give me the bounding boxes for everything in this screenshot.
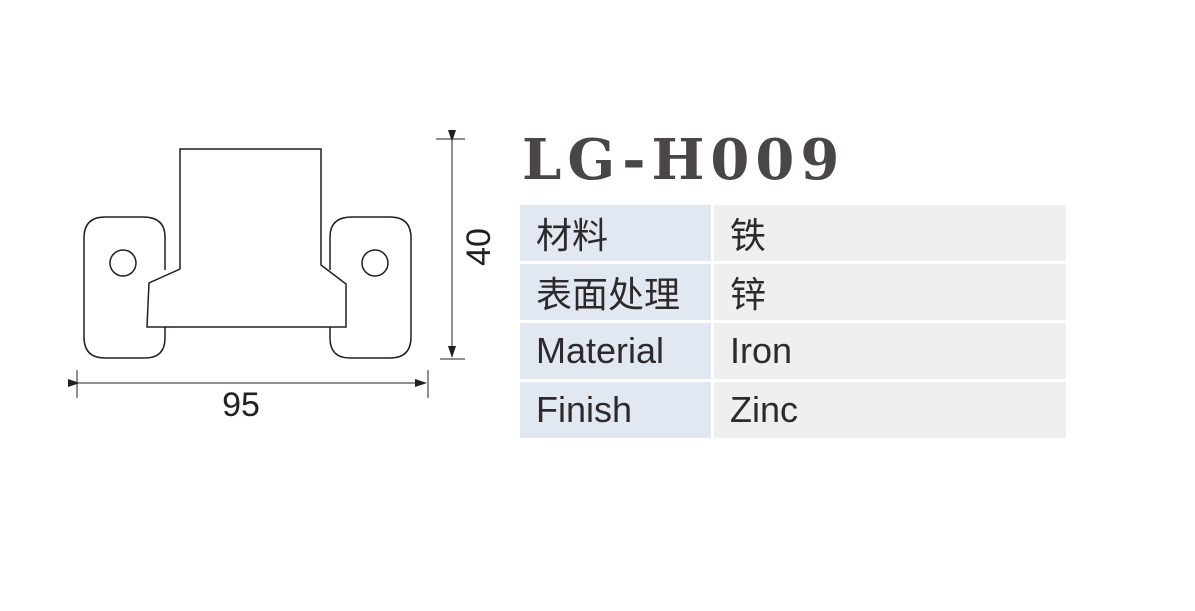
technical-drawing: 95 40 — [68, 130, 498, 424]
spec-label: 材料 — [520, 205, 714, 261]
table-row: 表面处理 锌 — [520, 264, 1066, 320]
height-dimension-label: 40 — [460, 228, 498, 266]
left-screw-hole — [109, 249, 137, 277]
spec-label: Material — [520, 323, 714, 379]
spec-label: 表面处理 — [520, 264, 714, 320]
spec-value: 锌 — [714, 264, 1066, 320]
spec-value: 铁 — [714, 205, 1066, 261]
product-model-title: LG-H009 — [522, 127, 846, 193]
table-row: Material Iron — [520, 323, 1066, 379]
right-screw-hole — [361, 249, 389, 277]
right-mounting-tab — [329, 216, 412, 359]
spec-value: Iron — [714, 323, 1066, 379]
left-mounting-tab — [83, 216, 166, 359]
table-row: 材料 铁 — [520, 205, 1066, 261]
width-dimension-label: 95 — [222, 386, 260, 424]
spec-table: 材料 铁 表面处理 锌 Material Iron Finish Zinc — [520, 202, 1066, 441]
hook-body — [146, 148, 347, 328]
table-row: Finish Zinc — [520, 382, 1066, 438]
spec-value: Zinc — [714, 382, 1066, 438]
spec-label: Finish — [520, 382, 714, 438]
